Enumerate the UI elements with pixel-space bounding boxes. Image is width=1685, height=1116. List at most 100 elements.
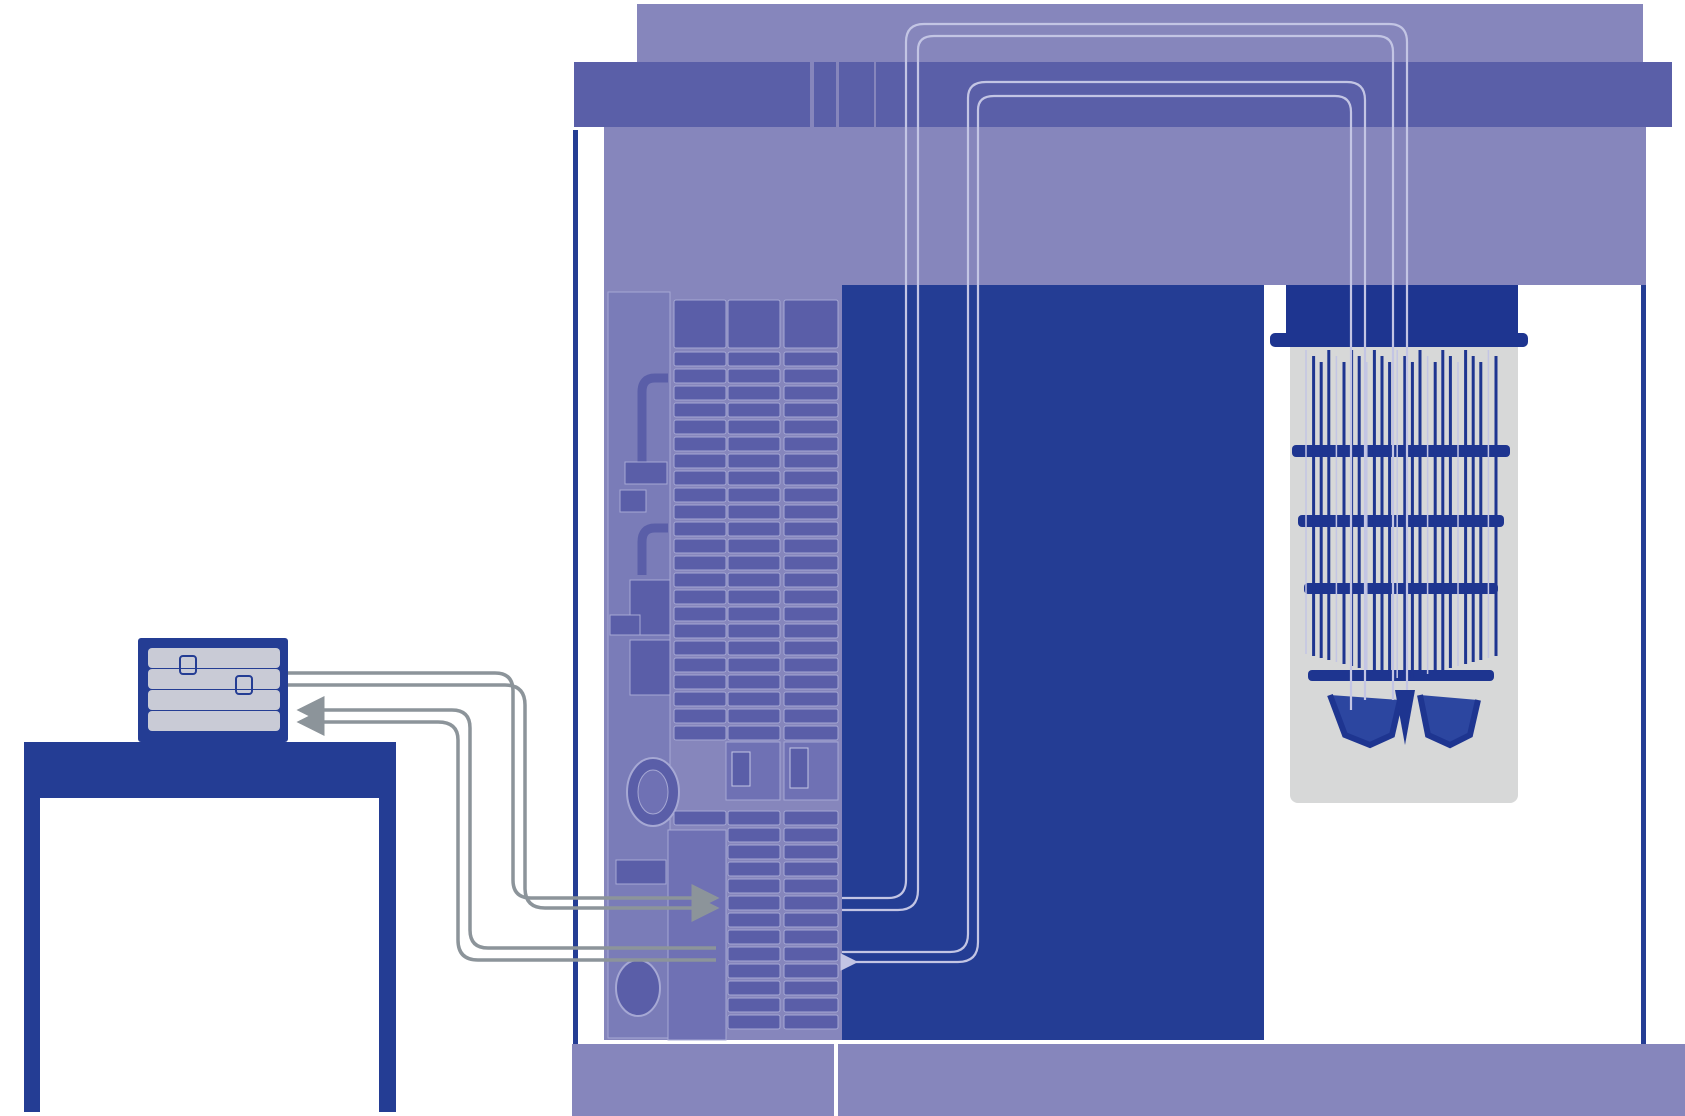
computer-drive-bay-1 <box>148 648 280 668</box>
rack-module <box>727 810 781 826</box>
rack-module <box>783 827 839 843</box>
rack-module <box>727 453 781 469</box>
rack-module <box>727 470 781 486</box>
rack-valve-5 <box>629 639 671 696</box>
rack-module-grid <box>673 299 839 1030</box>
rack-module <box>673 368 727 384</box>
rack-module <box>783 1014 839 1030</box>
enclosure-top-band-divider-c <box>874 62 876 127</box>
rack-module <box>727 1014 781 1030</box>
rack-module <box>673 521 727 537</box>
rack-module <box>673 419 727 435</box>
rack-module <box>783 487 839 503</box>
rack-module <box>783 640 839 656</box>
enclosure-upper-body <box>604 127 1646 285</box>
cable-loop-inner <box>842 34 1395 912</box>
rack-module <box>727 997 781 1013</box>
rack-module <box>727 912 781 928</box>
rack-module <box>727 402 781 418</box>
rack-module <box>727 572 781 588</box>
rack-module <box>783 453 839 469</box>
rack-module <box>783 555 839 571</box>
cable-out-2 <box>288 683 720 922</box>
rack-module <box>673 810 727 826</box>
rack-module <box>727 487 781 503</box>
cable-loop-2-inner <box>840 94 1353 971</box>
cable-loop-2-outer <box>842 80 1367 954</box>
rack-module <box>673 589 727 605</box>
rack-module <box>727 980 781 996</box>
enclosure-right-wall <box>1641 285 1646 1077</box>
rack-module <box>727 538 781 554</box>
rack-module <box>727 504 781 520</box>
rack-module <box>783 504 839 520</box>
rack-valve-4 <box>609 614 641 636</box>
rack-module <box>673 299 727 349</box>
rack-pump-1-inner <box>637 769 669 815</box>
rack-module <box>783 963 839 979</box>
rack-module <box>783 351 839 367</box>
rack-module <box>783 878 839 894</box>
rack-module <box>727 895 781 911</box>
cryostat-plate-3 <box>1304 583 1498 594</box>
rack-module <box>727 385 781 401</box>
cryostat-plate-4 <box>1308 670 1494 681</box>
rack-module <box>727 299 781 349</box>
rack-module <box>783 861 839 877</box>
rack-module <box>783 912 839 928</box>
rack-module <box>783 521 839 537</box>
rack-lower-box <box>667 829 727 1041</box>
rack-module <box>673 674 727 690</box>
rack-module <box>727 521 781 537</box>
rack-module <box>727 606 781 622</box>
rack-module <box>673 623 727 639</box>
cryostat-coil-left <box>1327 693 1403 749</box>
rack-module <box>673 725 727 741</box>
computer-rack-cables <box>288 671 720 962</box>
rack-module <box>673 708 727 724</box>
rack-module <box>783 708 839 724</box>
rack-board-left-chip <box>731 751 751 787</box>
rack-module <box>783 674 839 690</box>
classical-computer-station <box>24 638 396 1112</box>
rack-module <box>783 436 839 452</box>
cable-in-1 <box>296 696 716 950</box>
rack-module <box>727 436 781 452</box>
rack-module <box>783 657 839 673</box>
rack-module <box>673 487 727 503</box>
rack-module <box>727 929 781 945</box>
rack-module <box>673 402 727 418</box>
center-chamber <box>842 285 1264 1040</box>
cryostat-plate-2 <box>1298 515 1504 527</box>
cryostat-top-flange <box>1286 285 1518 335</box>
computer-drive-bay-3 <box>148 690 280 710</box>
rack-module <box>673 691 727 707</box>
rack-module <box>783 725 839 741</box>
desk-leg-left <box>24 790 40 1112</box>
rack-module <box>783 385 839 401</box>
rack-module <box>783 980 839 996</box>
rack-module <box>783 402 839 418</box>
rack-module <box>727 368 781 384</box>
desk-top <box>24 742 396 798</box>
enclosure-top-band <box>574 62 1672 127</box>
rack-module <box>727 640 781 656</box>
rack-module <box>783 997 839 1013</box>
dilution-refrigerator <box>1270 285 1528 803</box>
rack-module <box>673 538 727 554</box>
rack-module <box>783 606 839 622</box>
rack-module <box>673 351 727 367</box>
enclosure-base-right <box>838 1044 1685 1116</box>
rack-module <box>727 827 781 843</box>
rack-module <box>727 946 781 962</box>
cryostat-plate-1 <box>1292 445 1510 457</box>
rack-module <box>727 674 781 690</box>
rack-module <box>673 640 727 656</box>
rack-module <box>783 929 839 945</box>
enclosure-left-wall <box>573 130 578 1045</box>
desk-leg-right <box>379 790 396 1112</box>
enclosure-top-band-divider-left <box>810 62 814 127</box>
rack-module <box>673 436 727 452</box>
rack-gauge-pair <box>615 859 667 885</box>
